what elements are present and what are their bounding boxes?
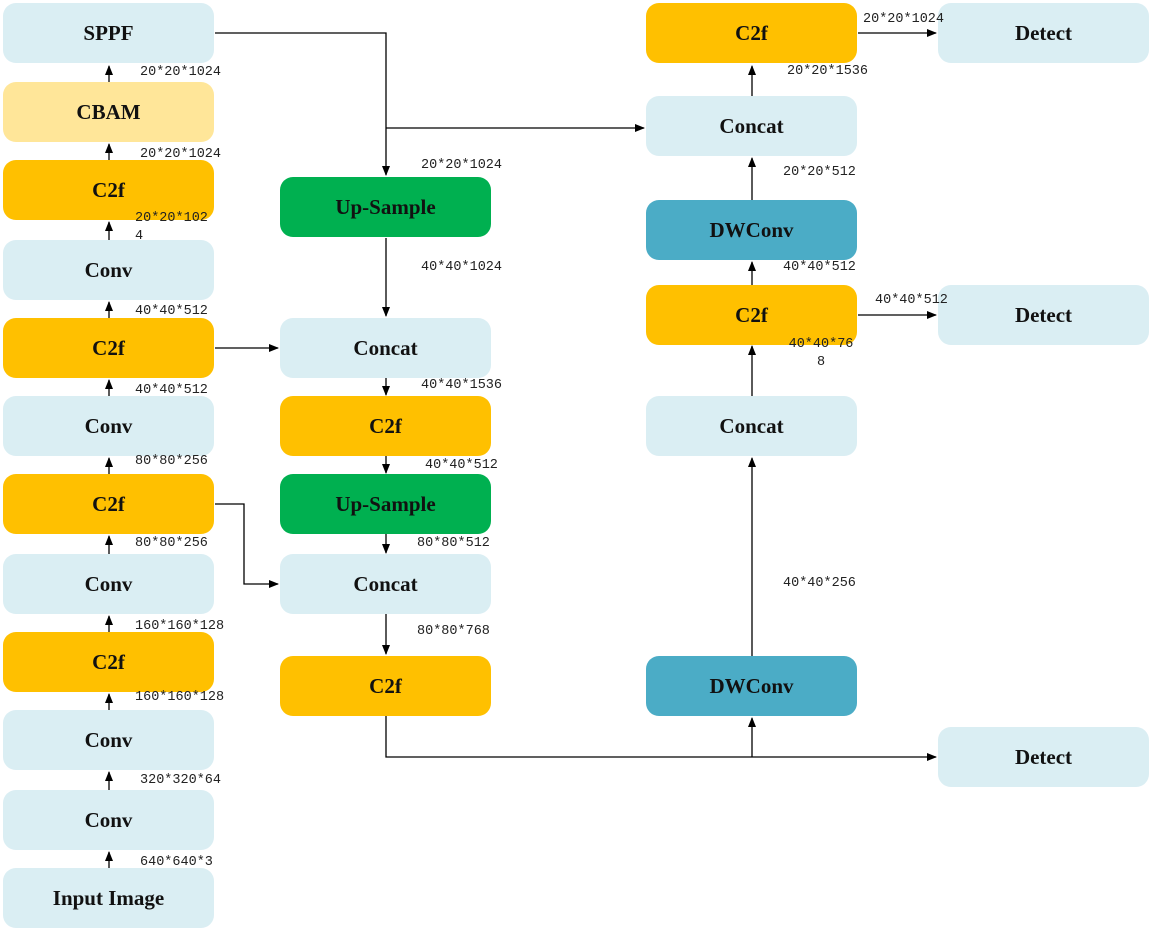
node-neck-c2f-2: C2f [280, 656, 491, 716]
node-detect-2: Detect [938, 285, 1149, 345]
node-backbone-conv-1: Conv [3, 240, 214, 300]
node-neck-concat-2: Concat [280, 554, 491, 614]
label-conv2-c2f3: 80*80*256 [135, 454, 208, 469]
edge-sppf-to-upsample [215, 32, 390, 176]
label-conv5-input: 640*640*3 [140, 855, 213, 870]
node-backbone-conv-2: Conv [3, 396, 214, 456]
label-c2f4-conv4: 160*160*128 [135, 690, 225, 705]
node-detect-1: Detect [938, 3, 1149, 63]
label-c2f-mid-dwconv: 40*40*512 [783, 260, 856, 275]
node-neck-concat-1: Concat [280, 318, 491, 378]
label-sppf-upsample: 20*20*1024 [421, 158, 503, 173]
node-head-concat-mid: Concat [646, 396, 857, 456]
node-head-concat-top: Concat [646, 96, 857, 156]
label-conv4-conv5: 320*320*64 [140, 773, 222, 788]
label-concat-top: 20*20*1536 [787, 64, 869, 79]
label-upsample2-concat2: 80*80*512 [417, 536, 490, 551]
node-backbone-conv-4: Conv [3, 710, 214, 770]
node-head-c2f-top: C2f [646, 3, 857, 63]
node-head-dwconv-top: DWConv [646, 200, 857, 260]
label-c2f2-conv2: 40*40*512 [135, 383, 208, 398]
label-c2f-upsample2: 40*40*512 [425, 458, 498, 473]
node-backbone-conv-5: Conv [3, 790, 214, 850]
node-neck-upsample-2: Up-Sample [280, 474, 491, 534]
label-c2f3-conv3: 80*80*256 [135, 536, 208, 551]
label-sppf-cbam: 20*20*1024 [140, 65, 222, 80]
node-head-dwconv-bottom: DWConv [646, 656, 857, 716]
node-sppf: SPPF [3, 3, 214, 63]
node-backbone-c2f-3: C2f [3, 474, 214, 534]
node-backbone-c2f-2: C2f [3, 318, 214, 378]
node-neck-c2f-1: C2f [280, 396, 491, 456]
label-c2f-conv: 20*20*1024 [135, 211, 208, 244]
label-top-detect: 20*20*1024 [863, 12, 945, 27]
label-concat-c2f: 40*40*1536 [421, 378, 503, 393]
label-upsample-concat: 40*40*1024 [421, 260, 503, 275]
edge-c2f3-to-concat2 [215, 503, 279, 588]
edge-c2f-to-detect3 [385, 716, 937, 761]
label-concat-mid: 40*40*768 [788, 337, 854, 370]
label-cbam-c2f: 20*20*1024 [140, 147, 222, 162]
node-cbam: CBAM [3, 82, 214, 142]
label-conv3-c2f4: 160*160*128 [135, 619, 225, 634]
node-backbone-c2f-1: C2f [3, 160, 214, 220]
label-mid-detect: 40*40*512 [875, 293, 948, 308]
node-input-image: Input Image [3, 868, 214, 928]
node-head-c2f-mid: C2f [646, 285, 857, 345]
label-dwconv-bottom: 40*40*256 [783, 576, 856, 591]
label-concat2-c2f2: 80*80*768 [417, 624, 490, 639]
node-neck-upsample-1: Up-Sample [280, 177, 491, 237]
label-dwconv-top: 20*20*512 [783, 165, 856, 180]
node-backbone-c2f-4: C2f [3, 632, 214, 692]
node-detect-3: Detect [938, 727, 1149, 787]
node-backbone-conv-3: Conv [3, 554, 214, 614]
label-conv-c2f2: 40*40*512 [135, 304, 208, 319]
